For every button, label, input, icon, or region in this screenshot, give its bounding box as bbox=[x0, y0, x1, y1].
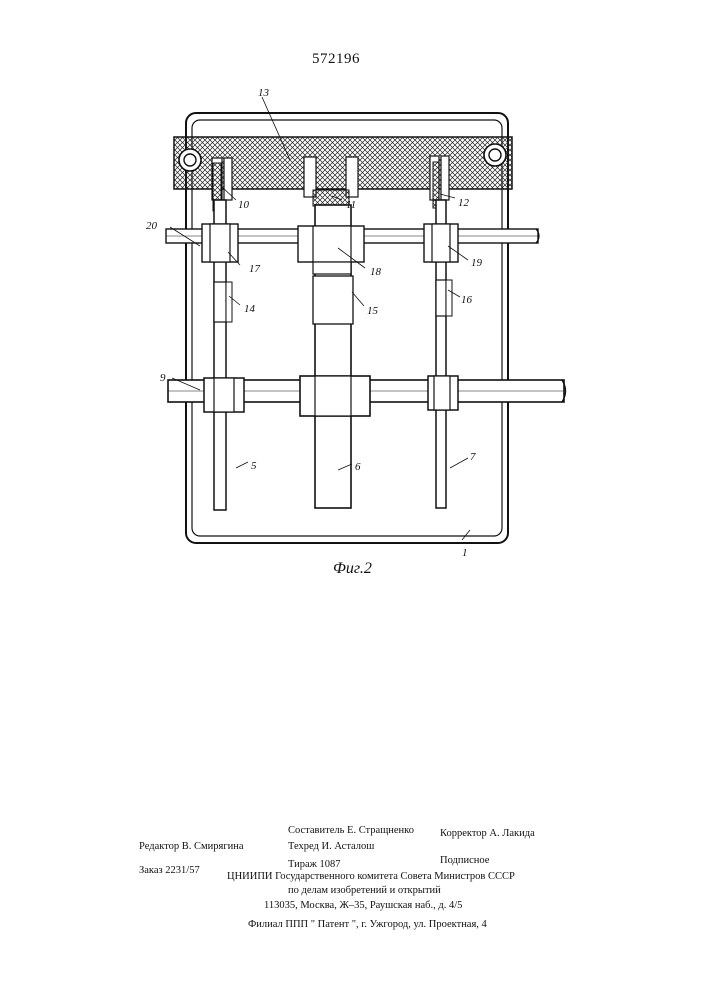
label-16: 16 bbox=[461, 294, 473, 306]
editor-line: Редактор В. Смирягина bbox=[139, 842, 244, 853]
technical-drawing: 13 20 10 11 12 17 18 19 14 15 16 9 5 6 7… bbox=[0, 0, 707, 600]
label-9: 9 bbox=[160, 372, 166, 384]
label-10: 10 bbox=[238, 199, 250, 211]
label-18: 18 bbox=[370, 266, 382, 278]
circulation-line: Тираж 1087 bbox=[288, 860, 341, 871]
branch-line: Филиал ППП " Патент ", г. Ужгород, ул. П… bbox=[248, 920, 487, 931]
label-7: 7 bbox=[470, 451, 476, 463]
label-20: 20 bbox=[146, 220, 158, 232]
label-6: 6 bbox=[355, 461, 361, 473]
order-line: Заказ 2231/57 bbox=[139, 866, 200, 877]
label-19: 19 bbox=[471, 257, 483, 269]
label-14: 14 bbox=[244, 303, 256, 315]
bolt-left-icon bbox=[179, 149, 201, 171]
compiler-line: Составитель Е. Стращненко bbox=[288, 826, 414, 837]
techred-line: Техред И. Асталош bbox=[288, 842, 374, 853]
subscription-line: Подписное bbox=[440, 856, 489, 867]
label-15: 15 bbox=[367, 305, 379, 317]
address-line: 113035, Москва, Ж–35, Раушская наб., д. … bbox=[264, 901, 462, 912]
label-13: 13 bbox=[258, 87, 270, 99]
figure-caption: Фиг.2 bbox=[333, 561, 372, 577]
label-12: 12 bbox=[458, 197, 470, 209]
corrector-line: Корректор А. Лакида bbox=[440, 829, 535, 840]
org-line-2: по делам изобретений и открытий bbox=[288, 886, 441, 897]
org-line-1: ЦНИИПИ Государственного комитета Совета … bbox=[227, 872, 515, 883]
label-1: 1 bbox=[462, 547, 468, 559]
label-5: 5 bbox=[251, 460, 257, 472]
label-17: 17 bbox=[249, 263, 261, 275]
bolt-right-icon bbox=[484, 144, 506, 166]
label-11: 11 bbox=[346, 199, 356, 211]
